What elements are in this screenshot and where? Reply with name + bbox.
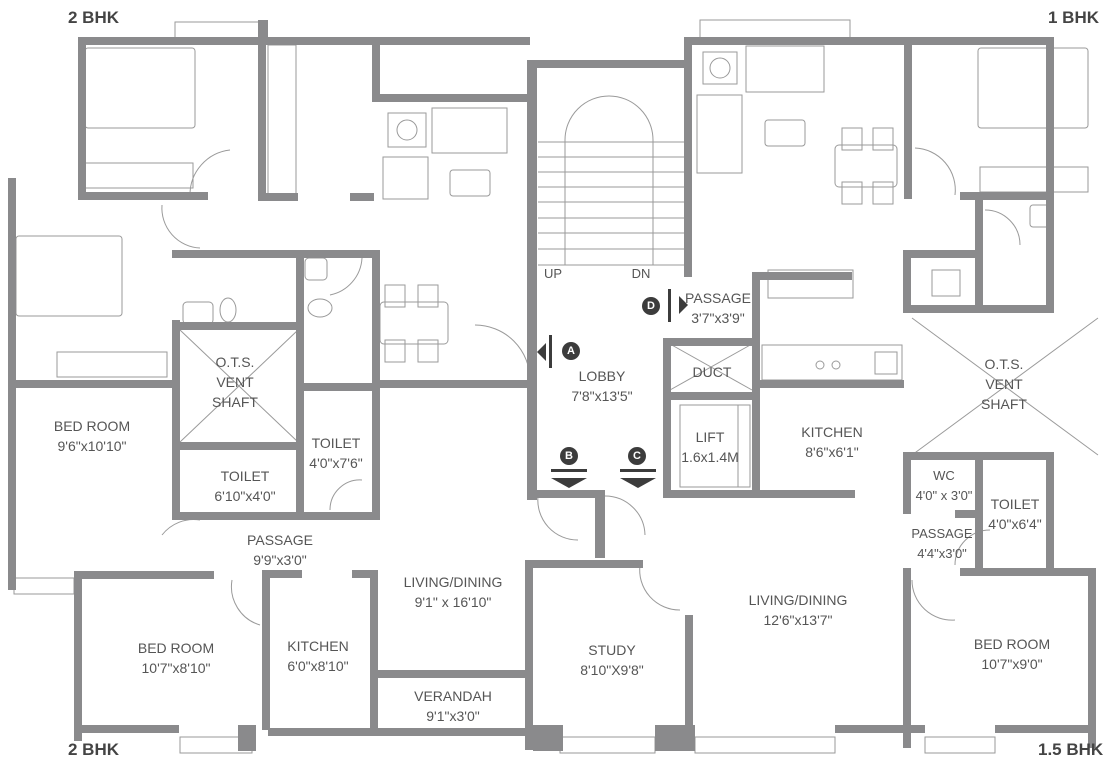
entry-marker-d: D (642, 297, 660, 315)
entry-marker-c: C (628, 447, 646, 465)
unit-label-bottom-right: 1.5 BHK (1038, 740, 1104, 759)
stairs-down-label: DN (631, 266, 651, 281)
room-duct: DUCT (692, 364, 732, 380)
entry-marker-b: B (560, 447, 578, 465)
unit-label-top-left: 2 BHK (68, 8, 120, 27)
stairs-up-label: UP (543, 266, 563, 281)
unit-label-bottom-left: 2 BHK (68, 740, 120, 759)
entry-marker-a: A (562, 342, 580, 360)
unit-label-top-right: 1 BHK (1048, 8, 1100, 27)
